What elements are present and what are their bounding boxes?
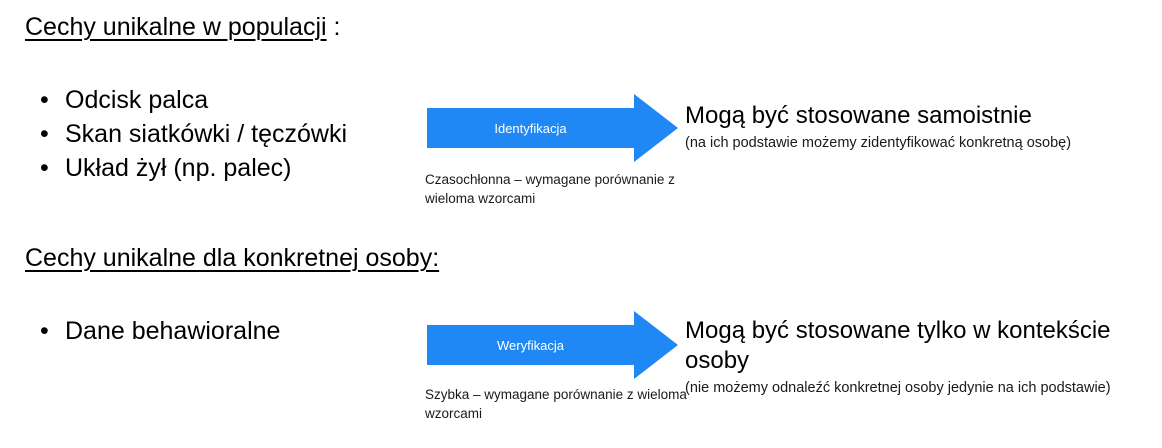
outcome-block-verification: Mogą być stosowane tylko w kontekście os… [685,316,1145,398]
section-heading-individual-text: Cechy unikalne dla konkretnej osoby: [25,244,440,272]
list-item: • Dane behawioralne [32,314,280,348]
process-arrow-identification: Identyfikacja [425,93,680,163]
bullet-list-population: • Odcisk palca • Skan siatkówki / tęczów… [32,83,347,185]
right-arrow-icon [427,94,678,162]
section-heading-population: Cechy unikalne w populacji : [25,13,341,42]
bullet-list-individual: • Dane behawioralne [32,314,280,348]
outcome-block-identification: Mogą być stosowane samoistnie (na ich po… [685,101,1137,153]
list-item-label: Układ żył (np. palec) [65,154,292,182]
process-arrow-verification: Weryfikacja [425,310,680,380]
list-item-label: Dane behawioralne [65,317,281,345]
outcome-note: (na ich podstawie możemy zidentyfikować … [685,135,1072,151]
list-item: • Odcisk palca [32,83,347,117]
process-arrow-verification-caption: Szybka – wymagane porównanie z wieloma w… [425,387,687,421]
bullet-icon: • [40,86,49,114]
bullet-icon: • [40,317,49,345]
list-item: • Układ żył (np. palec) [32,151,347,185]
bullet-icon: • [40,120,49,148]
bullet-icon: • [40,154,49,182]
section-heading-population-tail: : [326,13,341,41]
outcome-title: Mogą być stosowane tylko w kontekście os… [685,317,1111,374]
list-item-label: Skan siatkówki / tęczówki [65,120,348,148]
outcome-title: Mogą być stosowane samoistnie [685,102,1032,129]
list-item-label: Odcisk palca [65,86,209,114]
section-heading-individual: Cechy unikalne dla konkretnej osoby: [25,244,440,273]
right-arrow-icon [427,311,678,379]
section-heading-population-text: Cechy unikalne w populacji [25,13,327,41]
process-arrow-identification-caption: Czasochłonna – wymagane porównanie z wie… [425,172,675,206]
outcome-note: (nie możemy odnaleźć konkretnej osoby je… [685,380,1111,396]
list-item: • Skan siatkówki / tęczówki [32,117,347,151]
